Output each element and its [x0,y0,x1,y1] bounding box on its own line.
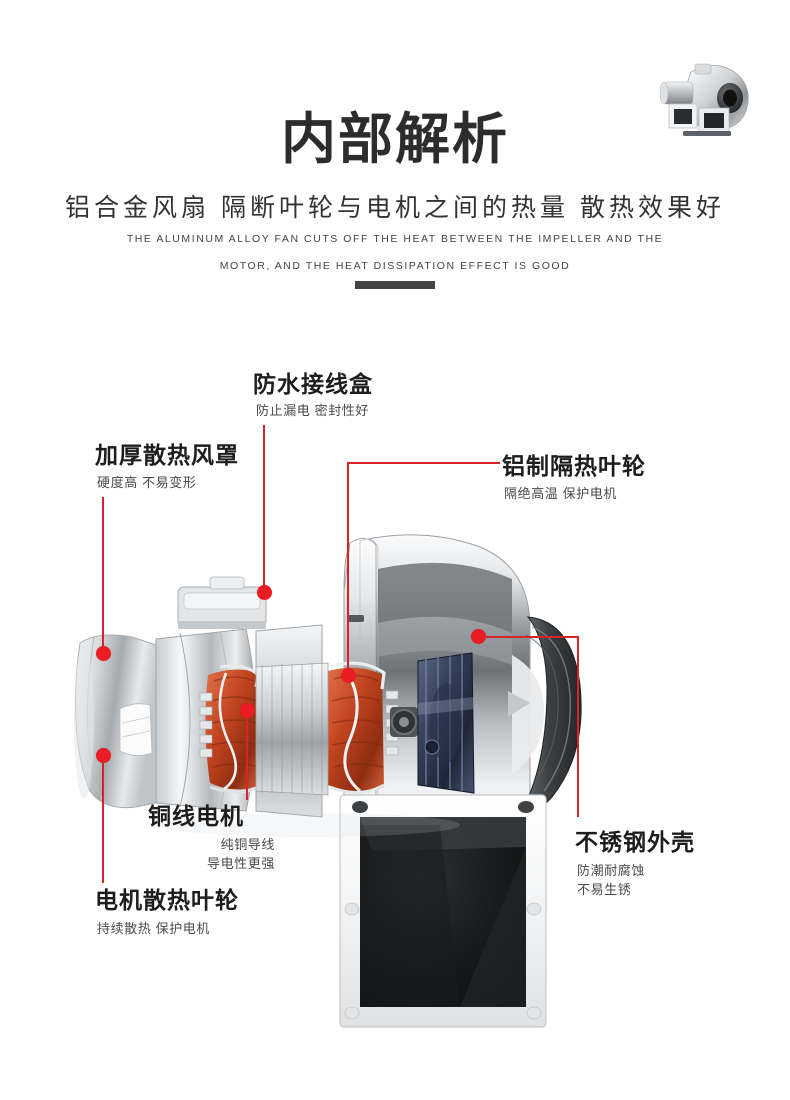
callout-dot-motor-cooling-impeller[interactable] [96,748,111,763]
callout-sub1-copper-wire-motor: 纯铜导线 [220,837,275,852]
callout-dot-aluminum-insulated-impeller[interactable] [341,668,356,683]
callout-sub-waterproof-junction-box: 防止漏电 密封性好 [256,403,370,418]
header-english-line2: MOTOR, AND THE HEAT DISSIPATION EFFECT I… [219,260,571,272]
callout-dot-stainless-steel-shell[interactable] [471,629,486,644]
callout-sub-motor-cooling-impeller: 持续散热 保护电机 [97,921,211,936]
callout-title-copper-wire-motor: 铜线电机 [148,803,244,829]
callout-title-aluminum-insulated-impeller: 铝制隔热叶轮 [502,453,646,479]
leader-line-waterproof-junction-box [263,425,265,592]
callout-dot-thickened-cooling-hood[interactable] [96,646,111,661]
leader-line-h-stainless-steel-shell [486,636,578,638]
leader-line-motor-cooling-impeller [102,761,104,883]
leader-line-v-aluminum-insulated-impeller [347,462,349,675]
callout-sub-aluminum-insulated-impeller: 隔绝高温 保护电机 [504,486,618,501]
callout-title-stainless-steel-shell: 不锈钢外壳 [575,829,695,855]
header-subtitle: 铝合金风扇 隔断叶轮与电机之间的热量 散热效果好 [65,194,725,222]
leader-line-copper-wire-motor [246,716,248,800]
callout-sub-thickened-cooling-hood: 硬度高 不易变形 [97,475,197,490]
leader-line-v-stainless-steel-shell [577,636,579,817]
callout-dot-copper-wire-motor[interactable] [240,703,255,718]
callout-title-thickened-cooling-hood: 加厚散热风罩 [95,442,239,468]
product-thumbnail [655,52,765,144]
header-divider [355,281,435,289]
product-cutaway-image [60,495,660,1035]
leader-line-h-aluminum-insulated-impeller [347,462,500,464]
callout-title-waterproof-junction-box: 防水接线盒 [253,371,373,397]
callout-sub2-stainless-steel-shell: 不易生锈 [577,882,632,897]
header-english-line1: THE ALUMINUM ALLOY FAN CUTS OFF THE HEAT… [126,233,664,245]
callout-title-motor-cooling-impeller: 电机散热叶轮 [95,887,239,913]
callout-sub1-stainless-steel-shell: 防潮耐腐蚀 [577,863,646,878]
page-title: 内部解析 [280,108,509,170]
leader-line-thickened-cooling-hood [102,497,104,653]
callout-sub2-copper-wire-motor: 导电性更强 [206,856,275,871]
callout-dot-waterproof-junction-box[interactable] [257,585,272,600]
